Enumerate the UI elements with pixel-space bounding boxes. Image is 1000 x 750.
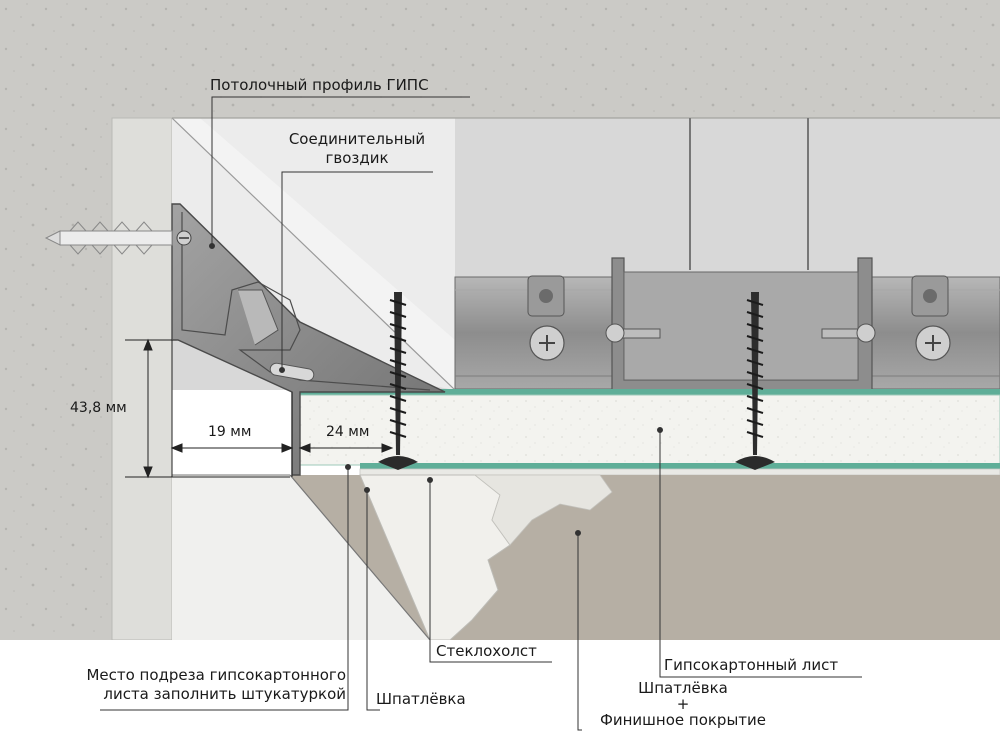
- drywall-screw: [735, 292, 775, 470]
- label-connecting-nail: Соединительный гвоздик: [282, 130, 432, 168]
- dimension-width1: [170, 340, 294, 477]
- screw-head: [915, 325, 951, 361]
- label-putty2: Шпатлёвка: [638, 679, 728, 697]
- concrete-slab: [0, 0, 1000, 118]
- drywall-screw: [378, 292, 418, 470]
- dimension-width2: [298, 443, 394, 453]
- label-cut-fill: Место подреза гипсокартонного листа запо…: [20, 666, 346, 704]
- fiberglass-top: [294, 389, 1000, 395]
- dim-height-label: 43,8 мм: [70, 400, 127, 416]
- screw-head: [529, 325, 565, 361]
- label-drywall-sheet: Гипсокартонный лист: [664, 656, 839, 674]
- dimension-height: [125, 338, 290, 479]
- label-nail-line1: Соединительный: [288, 130, 426, 148]
- concrete-wall: [0, 118, 112, 640]
- label-nail-line2: гвоздик: [325, 149, 389, 167]
- dim-width2-label: 24 мм: [326, 424, 370, 440]
- label-cut-line2: листа заполнить штукатуркой: [103, 685, 346, 703]
- dim-width1-label: 19 мм: [208, 424, 252, 440]
- label-cut-line1: Место подреза гипсокартонного: [86, 666, 346, 684]
- fiberglass-bottom: [360, 463, 1000, 469]
- label-fiberglass: Стеклохолст: [436, 642, 537, 660]
- side-screw: [821, 323, 876, 343]
- label-finish: Финишное покрытие: [599, 711, 767, 729]
- leader-lines: [100, 96, 862, 731]
- side-screw: [605, 323, 661, 343]
- drywall-sheet: [299, 394, 1000, 466]
- label-ceiling-profile: Потолочный профиль ГИПС: [210, 76, 429, 94]
- plaster-fill: [172, 475, 430, 640]
- wall-plaster: [111, 117, 173, 641]
- wall-dowel: [44, 221, 192, 255]
- label-putty-finish: Шпатлёвка + Финишное покрытие: [578, 680, 788, 728]
- label-putty: Шпатлёвка: [376, 690, 466, 708]
- label-plus: +: [676, 695, 690, 713]
